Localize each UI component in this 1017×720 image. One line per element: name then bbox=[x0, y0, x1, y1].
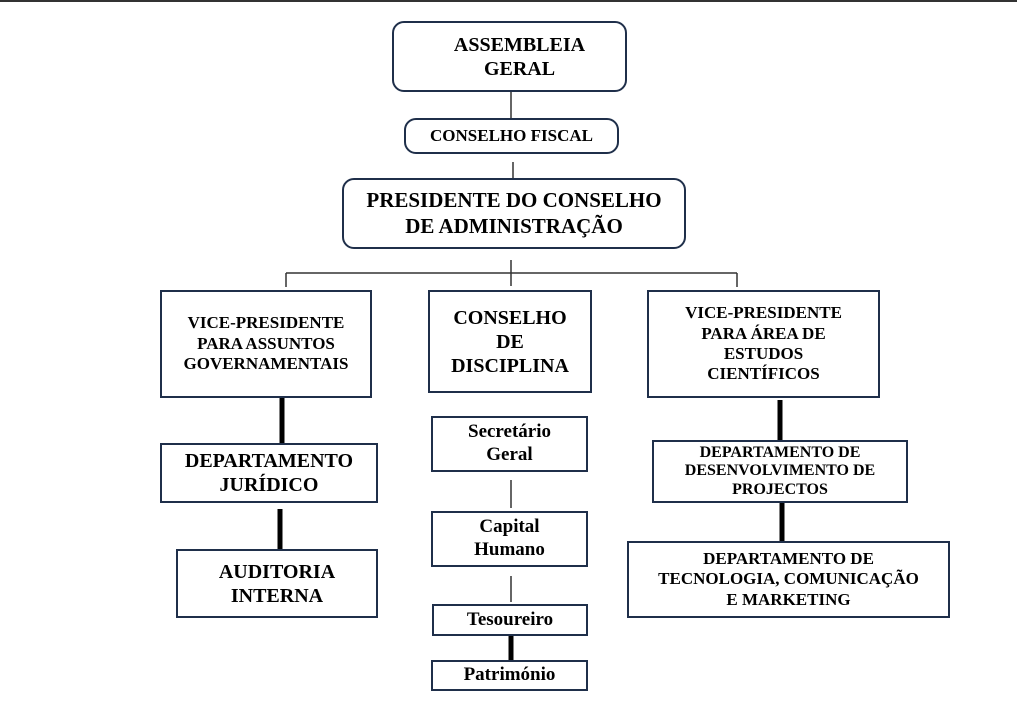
node-presidente: PRESIDENTE DO CONSELHO DE ADMINISTRAÇÃO bbox=[342, 178, 686, 249]
node-auditoria-interna: AUDITORIA INTERNA bbox=[176, 549, 378, 618]
node-capital-humano: Capital Humano bbox=[431, 511, 588, 567]
node-conselho-fiscal: CONSELHO FISCAL bbox=[404, 118, 619, 154]
node-dep-tecnologia: DEPARTAMENTO DE TECNOLOGIA, COMUNICAÇÃO … bbox=[627, 541, 950, 618]
node-secretario-geral: Secretário Geral bbox=[431, 416, 588, 472]
node-vp-cientificos: VICE-PRESIDENTE PARA ÁREA DE ESTUDOS CIE… bbox=[647, 290, 880, 398]
node-dep-juridico: DEPARTAMENTO JURÍDICO bbox=[160, 443, 378, 503]
node-patrimonio: Património bbox=[431, 660, 588, 691]
node-dep-projectos: DEPARTAMENTO DE DESENVOLVIMENTO DE PROJE… bbox=[652, 440, 908, 503]
node-tesoureiro: Tesoureiro bbox=[432, 604, 588, 636]
node-vp-governamentais: VICE-PRESIDENTE PARA ASSUNTOS GOVERNAMEN… bbox=[160, 290, 372, 398]
node-assembleia-geral: ASSEMBLEIA GERAL bbox=[392, 21, 627, 92]
top-border bbox=[0, 0, 1017, 2]
node-conselho-disciplina: CONSELHO DE DISCIPLINA bbox=[428, 290, 592, 393]
